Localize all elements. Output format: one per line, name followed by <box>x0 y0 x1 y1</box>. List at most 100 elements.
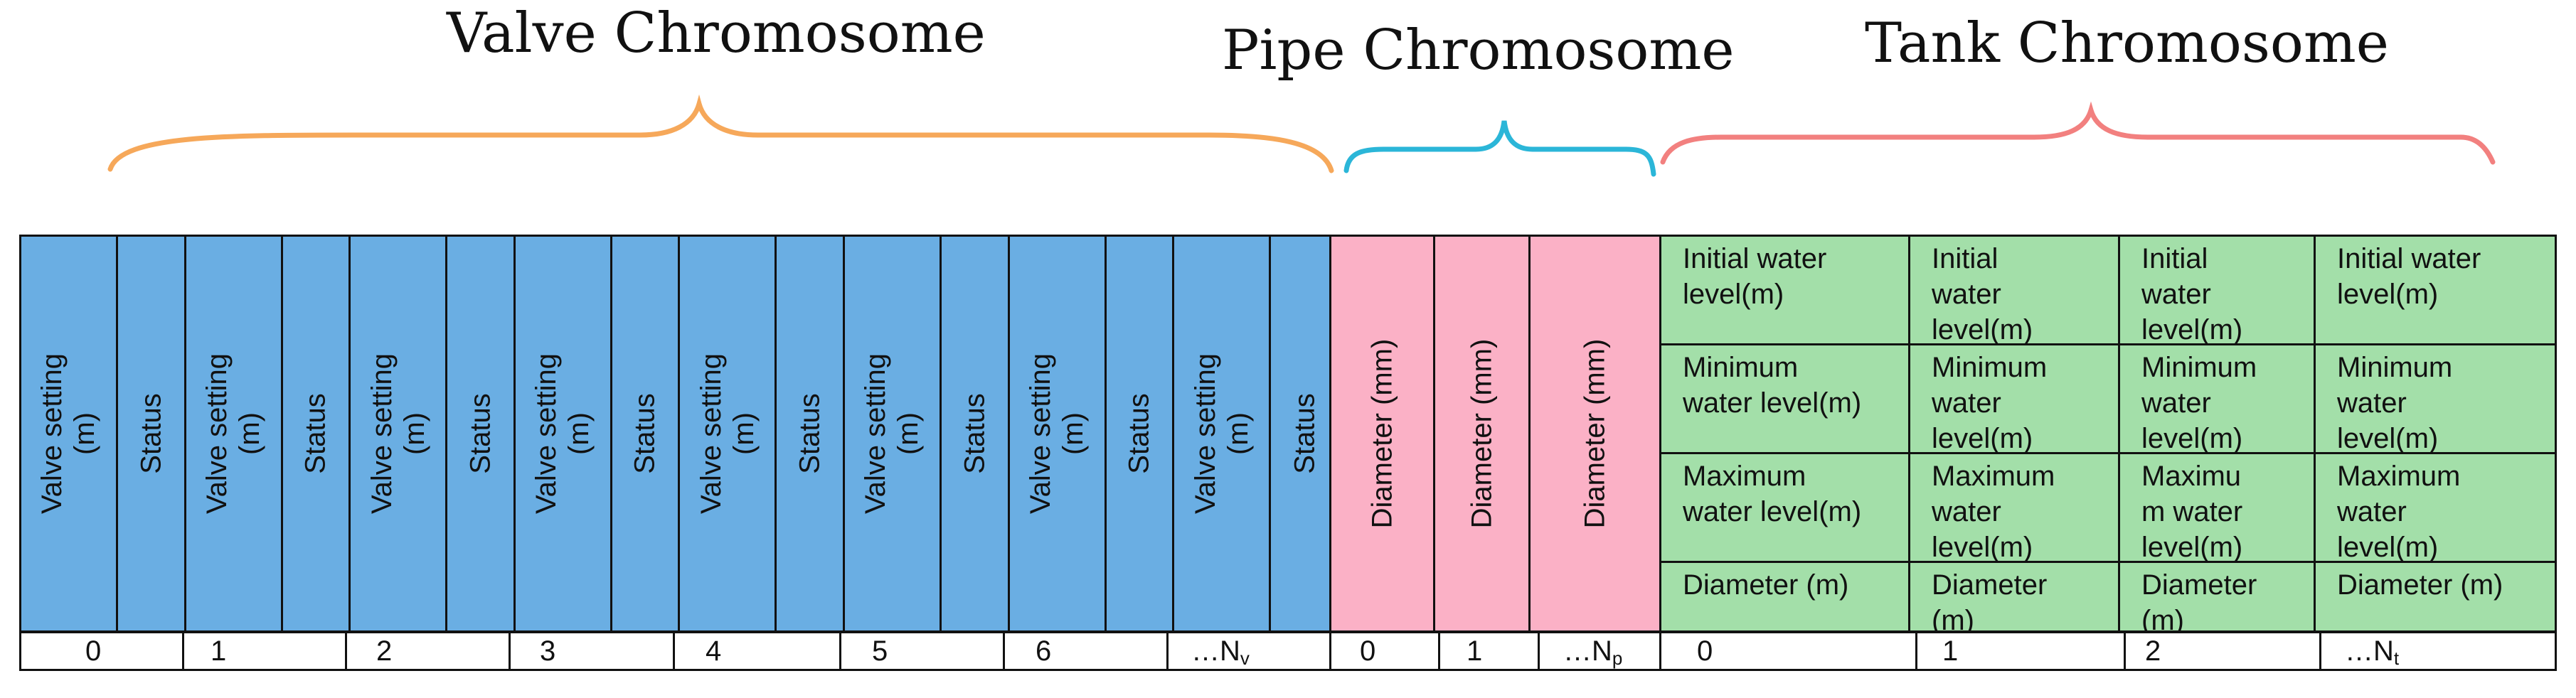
pipe-index-last-base: …N <box>1563 635 1612 667</box>
pipe-index-last-sub: p <box>1612 648 1623 669</box>
valve-chromosome-block: Valve setting (m) Status Valve setting (m)… <box>19 235 1331 633</box>
tank-index-row: 0 1 2 …Nt <box>1659 631 2557 671</box>
tank-index-last-base: …N <box>2345 635 2394 667</box>
tank-cell: Minimum water level(m) <box>2120 345 2316 454</box>
tank-cell: Minimum water level(m) <box>1661 345 1910 454</box>
pipe-index-row: 0 1 …Np <box>1329 631 1661 671</box>
valve-cell-label: Status <box>299 393 331 474</box>
pipe-index-separator <box>1538 633 1540 669</box>
tank-cell: Minimum water level(m) <box>2316 345 2555 454</box>
valve-index-label: 3 <box>540 635 556 667</box>
pipe-diameter-cell: Diameter (mm) <box>1435 237 1531 630</box>
valve-setting-cell: Valve setting (m) <box>845 237 942 630</box>
valve-cell-label: Valve setting (m) <box>695 353 760 515</box>
valve-index-separator <box>673 633 675 669</box>
tank-index-label: 1 <box>1942 635 1959 667</box>
tank-index-separator <box>2319 633 2321 669</box>
tank-index-last-sub: t <box>2393 648 2400 669</box>
valve-cell-label: Status <box>464 393 496 474</box>
valve-cell-label: Status <box>1123 393 1155 474</box>
tank-cell: Maximum water level(m) <box>1661 454 1910 563</box>
valve-index-label: 2 <box>376 635 393 667</box>
tank-chromosome-title: Tank Chromosome <box>1865 11 2389 75</box>
tank-index-last: …Nt <box>2345 633 2399 669</box>
pipe-cell-label: Diameter (mm) <box>1466 338 1498 529</box>
tank-cell: Diameter (m) <box>2337 569 2503 601</box>
valve-cell-label: Valve setting (m) <box>1189 353 1254 515</box>
valve-cell-label: Status <box>959 393 991 474</box>
valve-index-label: 0 <box>85 635 102 667</box>
valve-index-last-base: …N <box>1191 635 1240 667</box>
tank-index-label: 2 <box>2145 635 2161 667</box>
valve-index-label: 1 <box>211 635 227 667</box>
pipe-index-label: 0 <box>1360 635 1376 667</box>
valve-cell-label: Valve setting (m) <box>531 353 595 515</box>
valve-cell-label: Valve setting (m) <box>860 353 925 515</box>
tank-cell: Initial water level(m) <box>1661 237 1910 345</box>
pipe-cell-label: Diameter (mm) <box>1579 338 1611 529</box>
valve-setting-cell: Valve setting (m) <box>186 237 283 630</box>
valve-index-separator <box>509 633 511 669</box>
valve-index-separator <box>345 633 347 669</box>
valve-cell-label: Status <box>135 393 167 474</box>
valve-cell-label: Status <box>794 393 826 474</box>
tank-cell: Diameter (m) <box>1661 563 1910 630</box>
valve-index-separator <box>839 633 841 669</box>
pipe-diameter-cell: Diameter (mm) <box>1531 237 1659 630</box>
valve-setting-cell: Valve setting (m) <box>1010 237 1107 630</box>
tank-cell: Maximum water level(m) <box>1910 454 2120 563</box>
valve-setting-cell: Valve setting (m) <box>351 237 448 630</box>
tank-index-separator <box>2124 633 2126 669</box>
valve-status-cell: Status <box>612 237 681 630</box>
tank-cell: Initial water level(m) <box>2120 237 2316 345</box>
tank-cell: Maximum water level(m) <box>2316 454 2555 563</box>
valve-status-cell: Status <box>447 237 516 630</box>
valve-brace <box>107 94 1334 173</box>
valve-status-cell: Status <box>942 237 1010 630</box>
valve-setting-cell: Valve setting (m) <box>1174 237 1272 630</box>
valve-index-separator <box>1166 633 1169 669</box>
valve-setting-cell: Valve setting (m) <box>516 237 612 630</box>
valve-status-cell: Status <box>1271 237 1329 630</box>
valve-cell-label: Status <box>629 393 661 474</box>
valve-status-cell: Status <box>1107 237 1175 630</box>
valve-cell-label: Valve setting (m) <box>201 353 266 515</box>
pipe-diameter-cell: Diameter (mm) <box>1331 237 1435 630</box>
valve-cell-label: Status <box>1289 393 1321 474</box>
pipe-chromosome-title: Pipe Chromosome <box>1222 18 1735 82</box>
tank-index-label: 0 <box>1697 635 1713 667</box>
valve-status-cell: Status <box>283 237 351 630</box>
tank-cell: Diameter (m) <box>2120 563 2316 630</box>
valve-setting-cell: Valve setting (m) <box>21 237 118 630</box>
valve-index-separator <box>1003 633 1005 669</box>
tank-brace <box>1660 101 2496 165</box>
valve-status-cell: Status <box>777 237 845 630</box>
tank-cell: Diameter (m) <box>1910 563 2120 630</box>
valve-index-separator <box>182 633 184 669</box>
pipe-chromosome-block: Diameter (mm) Diameter (mm) Diameter (mm) <box>1329 235 1661 633</box>
valve-index-label: 5 <box>872 635 888 667</box>
tank-cell: Initial water level(m) <box>2316 237 2555 345</box>
tank-cell: Initial water level(m) <box>1910 237 2120 345</box>
pipe-index-last: …Np <box>1563 633 1622 669</box>
tank-index-separator <box>1915 633 1917 669</box>
chromosome-braces <box>107 94 2496 177</box>
valve-index-row: 0 1 2 3 4 5 6 …Nv <box>19 631 1331 671</box>
valve-cell-label: Valve setting (m) <box>1025 353 1090 515</box>
pipe-cell-label: Diameter (mm) <box>1366 338 1398 529</box>
tank-cell: Minimum water level(m) <box>1910 345 2120 454</box>
valve-index-last: …Nv <box>1191 633 1250 669</box>
pipe-index-separator <box>1438 633 1440 669</box>
valve-index-last-sub: v <box>1240 648 1250 669</box>
valve-index-label: 6 <box>1036 635 1052 667</box>
valve-setting-cell: Valve setting (m) <box>680 237 777 630</box>
valve-index-label: 4 <box>706 635 722 667</box>
tank-cell: Maximu m water level(m) <box>2120 454 2316 563</box>
valve-cell-label: Valve setting (m) <box>36 353 101 515</box>
pipe-index-label: 1 <box>1467 635 1483 667</box>
valve-cell-label: Valve setting (m) <box>366 353 430 515</box>
tank-chromosome-block: Initial water level(m)Minimum water leve… <box>1659 235 2557 633</box>
pipe-brace <box>1343 120 1656 177</box>
valve-status-cell: Status <box>118 237 186 630</box>
valve-chromosome-title: Valve Chromosome <box>447 1 986 65</box>
